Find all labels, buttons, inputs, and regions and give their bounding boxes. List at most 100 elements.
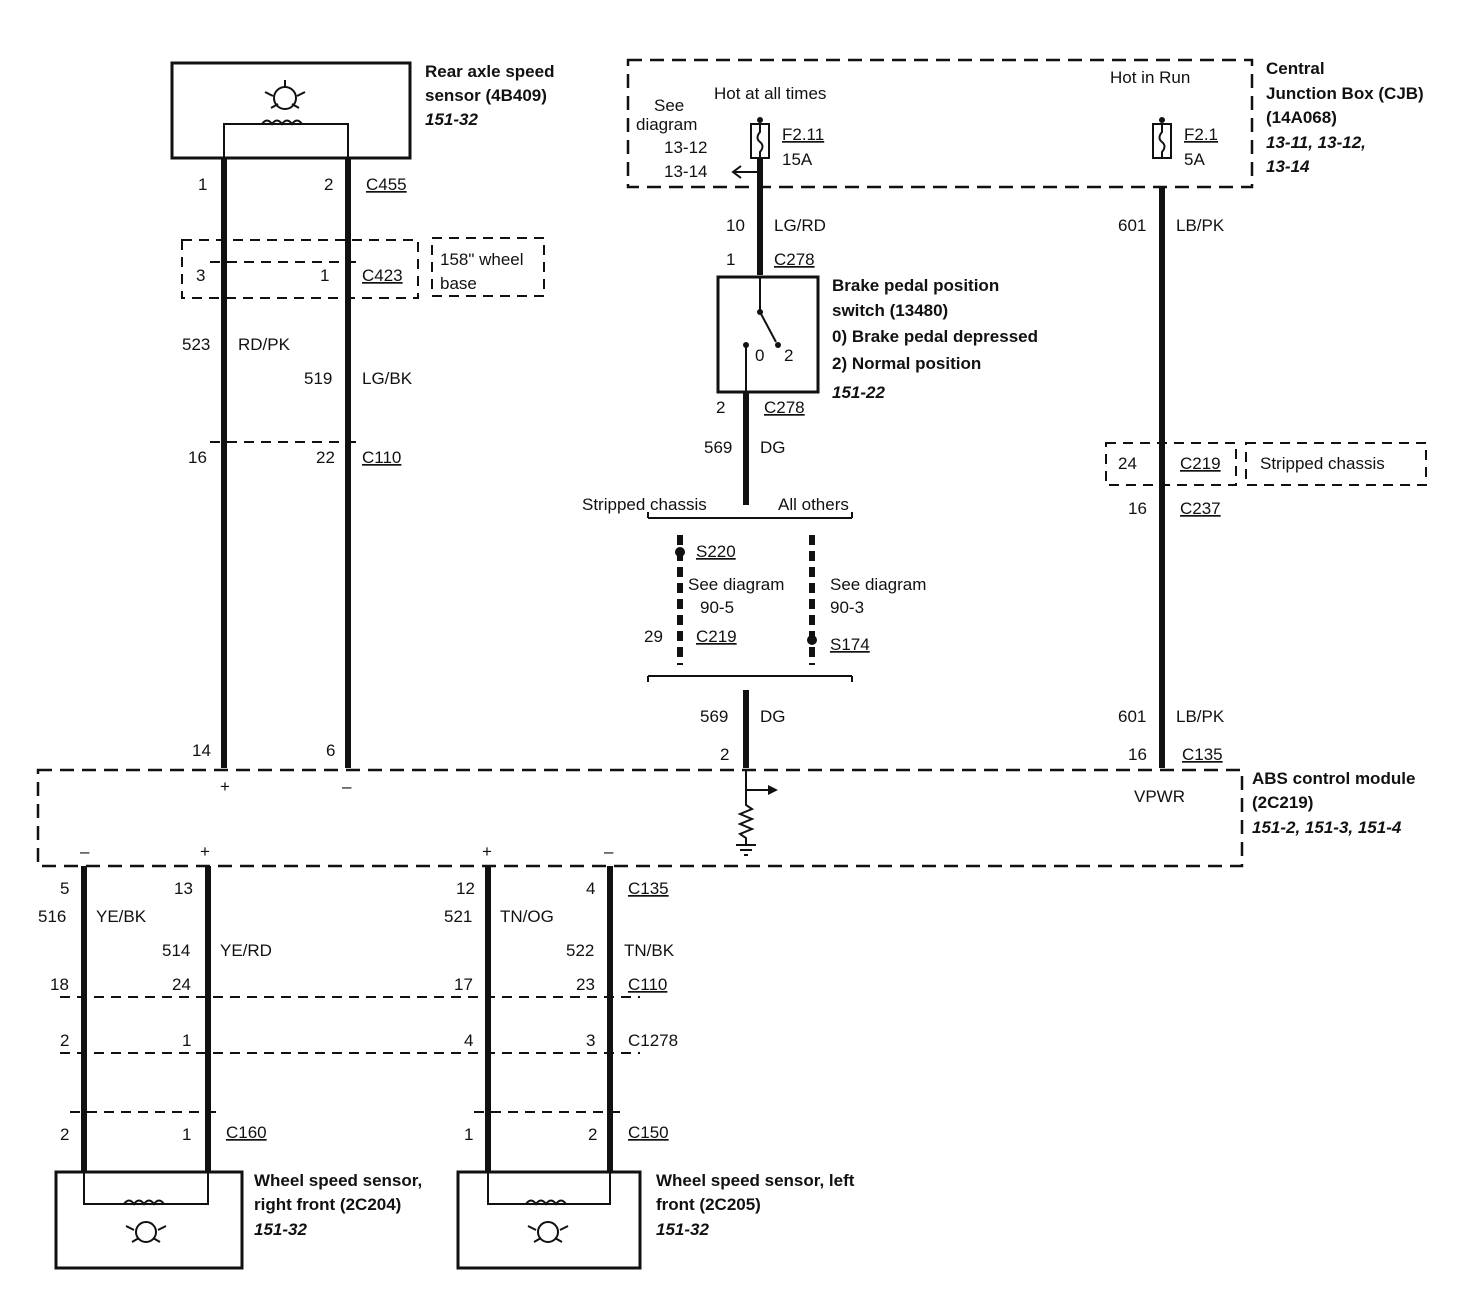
svg-text:151-32: 151-32 <box>656 1220 709 1239</box>
svg-text:(14A068): (14A068) <box>1266 108 1337 127</box>
wire-color: DG <box>760 707 786 726</box>
svg-text:switch (13480): switch (13480) <box>832 301 948 320</box>
pin-label: 1 <box>182 1031 191 1050</box>
svg-text:(2C219): (2C219) <box>1252 793 1313 812</box>
connector-c160: C160 <box>226 1123 267 1142</box>
connector-c219: C219 <box>1180 454 1221 473</box>
connector-c237: C237 <box>1180 499 1221 518</box>
circuit-number: 569 <box>700 707 728 726</box>
svg-text:13-14: 13-14 <box>1266 157 1310 176</box>
wheel-speed-sensor-left-front: Wheel speed sensor, left front (2C205) 1… <box>456 1170 855 1270</box>
svg-text:ABS control module: ABS control module <box>1252 769 1415 788</box>
pin-label: 14 <box>192 741 211 760</box>
wire-color: DG <box>760 438 786 457</box>
splice-option-stripped: S220 See diagram 90-5 29 C219 <box>644 535 784 665</box>
svg-text:+: + <box>220 777 230 796</box>
svg-text:158" wheel: 158" wheel <box>440 250 524 269</box>
brake-pedal-position-switch: 0 2 Brake pedal position switch (13480) … <box>716 275 1038 402</box>
pin-label: 1 <box>198 175 207 194</box>
circuit-number: 569 <box>704 438 732 457</box>
wheel-speed-sensor-right-front: Wheel speed sensor, right front (2C204) … <box>54 1170 422 1270</box>
svg-text:See: See <box>654 96 684 115</box>
pin-label: 3 <box>196 266 205 285</box>
pin-label: 1 <box>182 1125 191 1144</box>
circuit-number: 601 <box>1118 216 1146 235</box>
svg-text:Stripped chassis: Stripped chassis <box>1260 454 1385 473</box>
pin-label: 3 <box>586 1031 595 1050</box>
wire-color: TN/BK <box>624 941 675 960</box>
connector-c110: C110 <box>628 975 667 994</box>
connector-c219: C219 <box>696 627 737 646</box>
wire-color: TN/OG <box>500 907 554 926</box>
svg-text:+: + <box>482 842 492 861</box>
coil-icon <box>261 119 303 126</box>
circuit-number: 523 <box>182 335 210 354</box>
svg-text:–: – <box>342 777 352 796</box>
svg-text:13-11, 13-12,: 13-11, 13-12, <box>1266 133 1366 152</box>
pin-label: 2 <box>60 1125 69 1144</box>
wire-color: YE/BK <box>96 907 147 926</box>
ground-icon <box>736 844 756 856</box>
pin-label: 2 <box>716 398 725 417</box>
svg-text:Central: Central <box>1266 59 1325 78</box>
svg-text:Junction Box (CJB): Junction Box (CJB) <box>1266 84 1424 103</box>
pin-label: 1 <box>464 1125 473 1144</box>
svg-text:All others: All others <box>778 495 849 514</box>
pin-label: 2 <box>720 745 729 764</box>
pin-label: 2 <box>324 175 333 194</box>
svg-text:2) Normal position: 2) Normal position <box>832 354 981 373</box>
svg-text:Wheel speed sensor, left: Wheel speed sensor, left <box>656 1171 855 1190</box>
pin-label: 16 <box>188 448 207 467</box>
svg-text:Wheel speed sensor,: Wheel speed sensor, <box>254 1171 422 1190</box>
circuit-number: 10 <box>726 216 745 235</box>
connector-c110: C110 <box>362 448 401 467</box>
connector-c135: C135 <box>628 879 669 898</box>
pin-label: 16 <box>1128 745 1147 764</box>
splice-s174: S174 <box>830 635 870 654</box>
sensor-icon <box>527 1221 569 1243</box>
rear-sensor-title: Rear axle speed <box>425 62 554 81</box>
fuse-icon <box>750 117 770 159</box>
svg-text:right front (2C204): right front (2C204) <box>254 1195 401 1214</box>
pin-label: 16 <box>1128 499 1147 518</box>
pin-label: 4 <box>586 879 595 898</box>
connector-c135: C135 <box>1182 745 1223 764</box>
svg-text:+: + <box>200 842 210 861</box>
pin-label: 1 <box>726 250 735 269</box>
circuit-number: 514 <box>162 941 190 960</box>
pin-label: 24 <box>172 975 191 994</box>
connector-c278: C278 <box>774 250 815 269</box>
sensor-icon <box>264 80 306 110</box>
fuse-f2-1: F2.1 <box>1184 125 1218 144</box>
svg-text:base: base <box>440 274 477 293</box>
central-junction-box: Central Junction Box (CJB) (14A068) 13-1… <box>626 58 1424 189</box>
circuit-number: 516 <box>38 907 66 926</box>
sensor-icon <box>125 1221 167 1243</box>
svg-text:front (2C205): front (2C205) <box>656 1195 761 1214</box>
svg-text:13-12: 13-12 <box>664 138 707 157</box>
svg-text:151-2, 151-3, 151-4: 151-2, 151-3, 151-4 <box>1252 818 1402 837</box>
pin-label: 24 <box>1118 454 1137 473</box>
connector-c150: C150 <box>628 1123 669 1142</box>
abs-control-module: ABS control module (2C219) 151-2, 151-3,… <box>36 768 1415 868</box>
svg-text:Hot at all times: Hot at all times <box>714 84 826 103</box>
fuse-icon <box>1152 117 1172 159</box>
svg-text:90-5: 90-5 <box>700 598 734 617</box>
pin-label: 1 <box>320 266 329 285</box>
connector-c278: C278 <box>764 398 805 417</box>
wire-color: YE/RD <box>220 941 272 960</box>
wire-color: LB/PK <box>1176 216 1225 235</box>
splice-s220: S220 <box>696 542 736 561</box>
svg-text:90-3: 90-3 <box>830 598 864 617</box>
svg-text:2: 2 <box>784 346 793 365</box>
wire-color: LG/RD <box>774 216 826 235</box>
svg-text:15A: 15A <box>782 150 813 169</box>
svg-text:Stripped chassis: Stripped chassis <box>582 495 707 514</box>
fuse-f2-11: F2.11 <box>782 125 824 144</box>
pin-label: 4 <box>464 1031 473 1050</box>
splice-option-all-others: See diagram 90-3 S174 <box>807 535 926 665</box>
svg-text:VPWR: VPWR <box>1134 787 1185 806</box>
svg-text:See diagram: See diagram <box>688 575 784 594</box>
pin-label: 5 <box>60 879 69 898</box>
svg-text:5A: 5A <box>1184 150 1205 169</box>
